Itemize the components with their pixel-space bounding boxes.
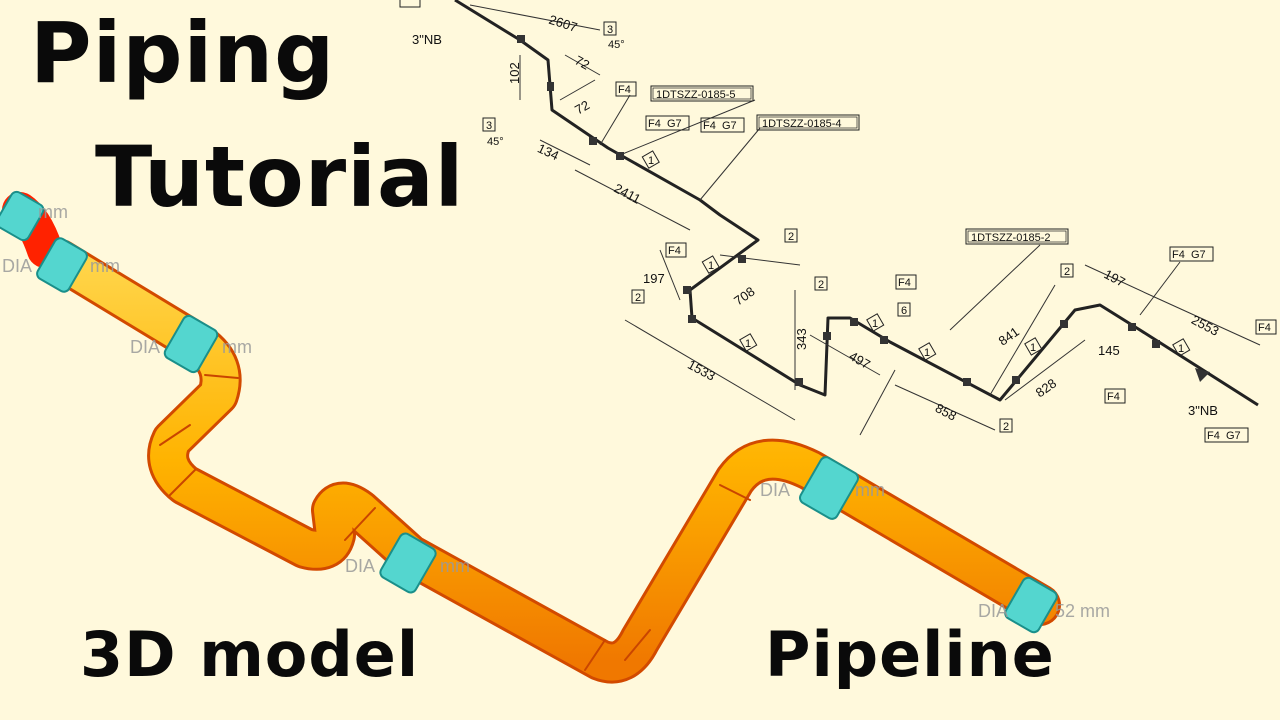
line-tag: 1DTSZZ-0185-5 (656, 89, 735, 101)
fitting-label: F4 G7 (1207, 430, 1241, 442)
dimension-label: 197 (643, 271, 665, 286)
line-tag: 1DTSZZ-0185-2 (971, 232, 1050, 244)
pipe-flange (0, 190, 45, 242)
caption-pipeline: Pipeline (765, 618, 1055, 691)
dimension-label: 708 (731, 284, 757, 309)
dimension-label: 72 (572, 53, 592, 73)
drawing-markers: 3 3 1 1 2 2 1 1 2 1 6 1 1 2 (482, 21, 1191, 433)
marker-label: 2 (1064, 266, 1070, 278)
model-dimension-labels: mm DIA mm DIA mm DIA mm DIA mm DIA 52 mm (2, 202, 1110, 621)
marker-label: 2 (1003, 421, 1009, 433)
drawing-leader-lines (599, 94, 1181, 331)
model-label: mm (440, 556, 470, 576)
dimension-label: 2553 (1189, 312, 1222, 339)
pipe-flange (379, 532, 437, 594)
model-label: mm (855, 480, 885, 500)
marker-label: 2 (818, 279, 824, 291)
drawing-labels: 3"NB 3"NB 2607 102 72 72 134 2411 197 70… (412, 12, 1222, 424)
title-line-2: Tutorial (95, 128, 465, 226)
dimension-label: 828 (1033, 376, 1059, 401)
dimension-label: 1533 (685, 357, 718, 384)
model-label: mm (90, 256, 120, 276)
pipe-model-3d: mm DIA mm DIA mm DIA mm DIA mm DIA 52 mm (0, 190, 1110, 684)
marker-label: 1 (872, 318, 878, 330)
marker-label: 1 (708, 260, 714, 272)
marker-label: 6 (901, 305, 907, 317)
fitting-label: F4 (668, 245, 681, 257)
fitting-label: F4 G7 (703, 120, 737, 132)
fitting-label: F4 (618, 84, 631, 96)
dimension-label: 72 (572, 97, 592, 117)
model-label: DIA (978, 601, 1008, 621)
pipe-flanges (0, 190, 1058, 634)
angle-label: 45° (608, 39, 625, 51)
nominal-size-bottom: 3"NB (1188, 403, 1218, 418)
fitting-label: F4 (898, 277, 911, 289)
marker-label: 1 (648, 155, 654, 167)
line-tag: 1DTSZZ-0185-4 (762, 118, 841, 130)
model-label: DIA (2, 256, 32, 276)
marker-label: 1 (924, 347, 930, 359)
model-label: mm (222, 337, 252, 357)
model-label: DIA (760, 480, 790, 500)
fitting-label: F4 G7 (1172, 249, 1206, 261)
fitting-label: F4 (1107, 391, 1120, 403)
marker-label: 3 (486, 120, 492, 132)
drawing-tags: 1DTSZZ-0185-5 1DTSZZ-0185-4 1DTSZZ-0185-… (650, 85, 1069, 245)
dimension-label: 102 (507, 62, 522, 84)
title-line-1: Piping (30, 4, 336, 102)
dimension-label: 145 (1098, 343, 1120, 358)
dimension-label: 134 (535, 140, 561, 163)
fitting-label: F4 (1258, 322, 1271, 334)
marker-label: 2 (635, 292, 641, 304)
dimension-label: 197 (1102, 266, 1128, 289)
pipe-flange (36, 237, 88, 293)
fitting-label: F4 G7 (648, 118, 682, 130)
pipe-flange (799, 456, 859, 520)
marker-label: 1 (1178, 343, 1184, 355)
drawing-dimension-lines (469, 4, 1261, 436)
drawing-weld-points (517, 35, 1210, 386)
pipe-outline (39, 239, 1061, 684)
marker-label: 1 (1030, 342, 1036, 354)
nominal-size-top: 3"NB (412, 32, 442, 47)
pipe-body (42, 242, 1058, 681)
marker-label: 1 (745, 338, 751, 350)
model-label: DIA (130, 337, 160, 357)
pipe-flange (1004, 576, 1058, 634)
isometric-drawing: 3"NB 3"NB 2607 102 72 72 134 2411 197 70… (399, 0, 1277, 443)
model-label: 52 mm (1055, 601, 1110, 621)
model-label: DIA (345, 556, 375, 576)
dimension-label: 841 (996, 324, 1022, 349)
pipe-flange (163, 314, 219, 374)
drawing-fittings: F4 F4 F4 G7 F4 G7 F4 F4 F4 G7 F4 F4 G7 (399, 0, 1277, 443)
caption-3d-model: 3D model (80, 618, 420, 691)
marker-label: 3 (607, 24, 613, 36)
model-label: mm (38, 202, 68, 222)
angle-label: 45° (487, 136, 504, 148)
dimension-label: 343 (794, 328, 809, 350)
dimension-label: 2607 (547, 12, 579, 35)
pipe-elbow-seams (159, 374, 751, 671)
marker-label: 2 (788, 231, 794, 243)
